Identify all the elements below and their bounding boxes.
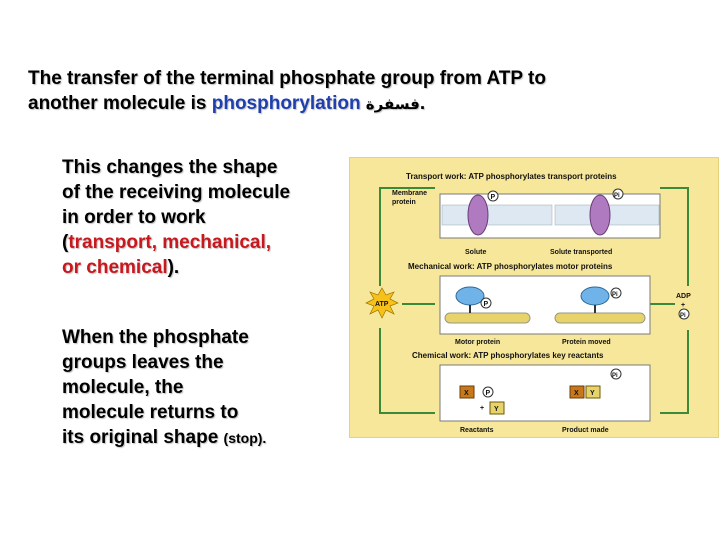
phosphate-icon-chemical bbox=[482, 386, 494, 398]
solute-label: Solute bbox=[465, 249, 486, 256]
para2-line-1: When the phosphate bbox=[62, 327, 249, 348]
chemical-title: Chemical work: ATP phosphorylates key re… bbox=[412, 351, 604, 360]
atp-work-diagram: Transport work: ATP phosphorylates trans… bbox=[365, 172, 691, 434]
solute-transported-label: Solute transported bbox=[550, 249, 612, 256]
paragraph-shape-change: This changes the shape of the receiving … bbox=[62, 155, 352, 280]
chemical-plus: + bbox=[480, 405, 484, 412]
stop-text: (stop). bbox=[223, 430, 267, 446]
arabic-term: فسفرة bbox=[360, 95, 420, 113]
adp-group: ADP + Pi bbox=[676, 293, 691, 320]
motor-protein-right bbox=[580, 286, 610, 306]
membrane-right: Pi bbox=[554, 188, 660, 236]
phosphate-icon-released-motor bbox=[610, 287, 622, 299]
pi-label-motor: Pi bbox=[612, 292, 618, 298]
y-label-product: Y bbox=[590, 390, 595, 397]
phosphate-icon-transport bbox=[487, 190, 499, 202]
reactant-y bbox=[489, 401, 505, 415]
work-types-line-2: or chemical bbox=[62, 257, 168, 278]
mechanical-title: Mechanical work: ATP phosphorylates moto… bbox=[408, 262, 613, 271]
headline-line-2: another molecule is phosphorylation فسفر… bbox=[28, 91, 718, 117]
motor-protein-left bbox=[455, 286, 485, 306]
atp-work-figure: Transport work: ATP phosphorylates trans… bbox=[349, 157, 719, 438]
product-x bbox=[569, 385, 585, 399]
y-label-reactant: Y bbox=[494, 406, 499, 413]
headline: The transfer of the terminal phosphate g… bbox=[28, 66, 718, 117]
membrane-label-1: Membrane bbox=[392, 190, 427, 197]
arrow-atp-to-transport bbox=[379, 187, 435, 286]
arrow-chemical-to-adp bbox=[660, 330, 689, 414]
para2-line-3: molecule, the bbox=[62, 377, 184, 398]
p-label-chemical: P bbox=[486, 390, 491, 397]
reactants-label: Reactants bbox=[460, 427, 494, 434]
phosphate-icon-released-chemical bbox=[610, 368, 622, 380]
original-shape-text: its original shape bbox=[62, 427, 224, 448]
p-label-transport: P bbox=[491, 194, 496, 201]
filament-right bbox=[554, 312, 646, 324]
arrow-atp-to-chemical bbox=[379, 328, 435, 414]
x-label-product: X bbox=[574, 390, 579, 397]
pi-label-adp: Pi bbox=[680, 313, 686, 319]
phosphate-icon-motor bbox=[480, 297, 492, 309]
membrane-label-2: protein bbox=[392, 199, 416, 206]
p-label-motor: P bbox=[484, 301, 489, 308]
para2-line-4: molecule returns to bbox=[62, 402, 239, 423]
open-paren: ( bbox=[62, 232, 69, 253]
arrow-transport-to-adp bbox=[660, 187, 689, 286]
adp-label: ADP bbox=[676, 293, 691, 300]
para1-line-4: (transport, mechanical, bbox=[62, 230, 352, 255]
mechanical-panel-box bbox=[439, 275, 651, 335]
x-label-reactant: X bbox=[464, 390, 469, 397]
reactant-x bbox=[459, 385, 475, 399]
phosphate-icon-adp bbox=[678, 308, 690, 320]
headline-line-1: The transfer of the terminal phosphate g… bbox=[28, 68, 546, 89]
para1-line-2: of the receiving molecule bbox=[62, 182, 291, 203]
transport-title: Transport work: ATP phosphorylates trans… bbox=[406, 172, 617, 181]
headline-prefix: another molecule is bbox=[28, 93, 212, 114]
para2-line-2: groups leaves the bbox=[62, 352, 224, 373]
membrane-left: P bbox=[441, 190, 553, 236]
pi-label-chemical: Pi bbox=[612, 373, 618, 379]
work-types-line-1: transport, mechanical, bbox=[68, 232, 272, 253]
protein-moved-label: Protein moved bbox=[562, 339, 611, 346]
atp-label: ATP bbox=[375, 301, 389, 308]
membrane-protein-right bbox=[589, 194, 611, 236]
pi-label-transport: Pi bbox=[614, 193, 620, 199]
para2-line-5: its original shape (stop). bbox=[62, 425, 352, 451]
para1-line-5: or chemical). bbox=[62, 255, 352, 280]
para1-line-1: This changes the shape bbox=[62, 157, 278, 178]
filament-left bbox=[444, 312, 531, 324]
phosphorylation-term: phosphorylation bbox=[211, 93, 361, 114]
close-paren: ). bbox=[167, 257, 180, 278]
motor-protein-label: Motor protein bbox=[455, 339, 500, 346]
product-made-label: Product made bbox=[562, 427, 609, 434]
work-cycle-arrows bbox=[379, 187, 689, 414]
atp-star: ATP bbox=[365, 287, 399, 319]
headline-period: . bbox=[419, 93, 426, 114]
paragraph-phosphate-leaves: When the phosphate groups leaves the mol… bbox=[62, 325, 352, 451]
para1-line-3: in order to work bbox=[62, 207, 206, 228]
membrane-protein-left bbox=[467, 194, 489, 236]
adp-plus: + bbox=[681, 302, 685, 309]
product-y bbox=[585, 385, 601, 399]
phosphate-icon-released-transport bbox=[612, 188, 624, 200]
